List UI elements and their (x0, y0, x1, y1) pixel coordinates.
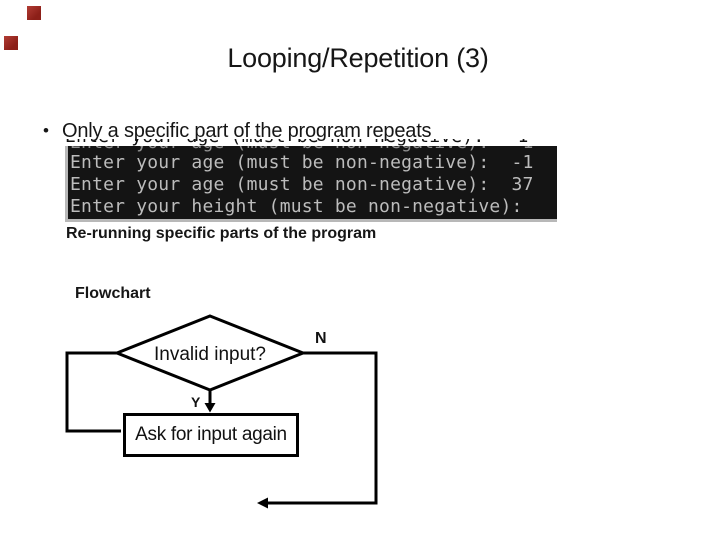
process-node-label: Ask for input again (135, 424, 287, 445)
console-line: Enter your age (must be non-negative): 3… (70, 174, 534, 195)
decision-node-label: Invalid input? (154, 344, 266, 365)
page-title: Looping/Repetition (3) (227, 43, 489, 73)
rest-of-program-text: …rest of program (180, 492, 252, 540)
console-cropped-line: Enter your age (must be non-negative): -… (70, 146, 557, 152)
console-line: Enter your age (must be non-negative): -… (70, 152, 534, 173)
branch-label-no: N (315, 330, 327, 347)
console-line: Enter your height (must be non-negative)… (70, 196, 523, 217)
branch-label-yes: Y (191, 394, 201, 410)
corner-decor-square-left (4, 36, 18, 50)
bullet-text: Only a specific part of the program repe… (62, 120, 432, 142)
corner-decor-square-top (27, 6, 41, 20)
process-node: Ask for input again (123, 413, 299, 457)
arrowhead-down-icon (204, 403, 216, 413)
bullet-line: • Only a specific part of the program rep… (43, 120, 432, 143)
console-screenshot: Enter your age (must be non-negative): -… (65, 146, 557, 222)
console-caption: Re-running specific parts of the program (66, 225, 377, 242)
bullet-icon: • (43, 121, 49, 140)
console-cropped-code-line: Enter your age (must be non-negative): -… (65, 139, 554, 146)
flowchart-heading: Flowchart (75, 285, 151, 302)
arrowhead-left-icon (257, 497, 268, 509)
